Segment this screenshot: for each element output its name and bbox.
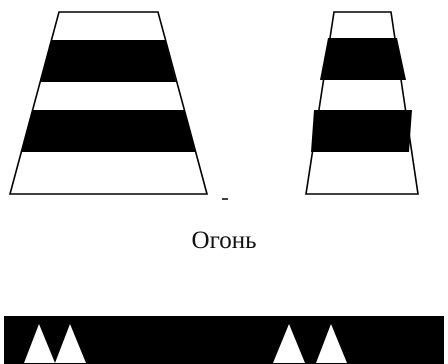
- left-beacon-outline: [8, 11, 209, 195]
- right-beacon-band-1: [328, 12, 397, 38]
- strip-triangle-2: [55, 324, 86, 363]
- strip-triangle-1: [24, 324, 55, 363]
- strip-triangle-3: [273, 324, 305, 363]
- left-striped-beacon: [8, 11, 209, 195]
- right-beacon-band-2: [320, 38, 406, 80]
- left-beacon-band-4: [21, 110, 195, 152]
- left-beacon-band-3: [32, 82, 184, 110]
- right-striped-beacon: [305, 11, 419, 195]
- left-beacon-band-2: [40, 40, 176, 82]
- right-beacon-band-3: [314, 80, 412, 110]
- right-beacon-band-4: [311, 110, 412, 152]
- diagram-caption: Огонь: [191, 227, 257, 254]
- bottom-strip: [4, 316, 444, 364]
- left-beacon-band-1: [51, 12, 165, 40]
- right-beacon-band-5: [306, 152, 418, 194]
- left-beacon-band-5: [10, 152, 207, 194]
- right-beacon-outline: [305, 11, 419, 195]
- strip-triangle-4: [316, 324, 347, 363]
